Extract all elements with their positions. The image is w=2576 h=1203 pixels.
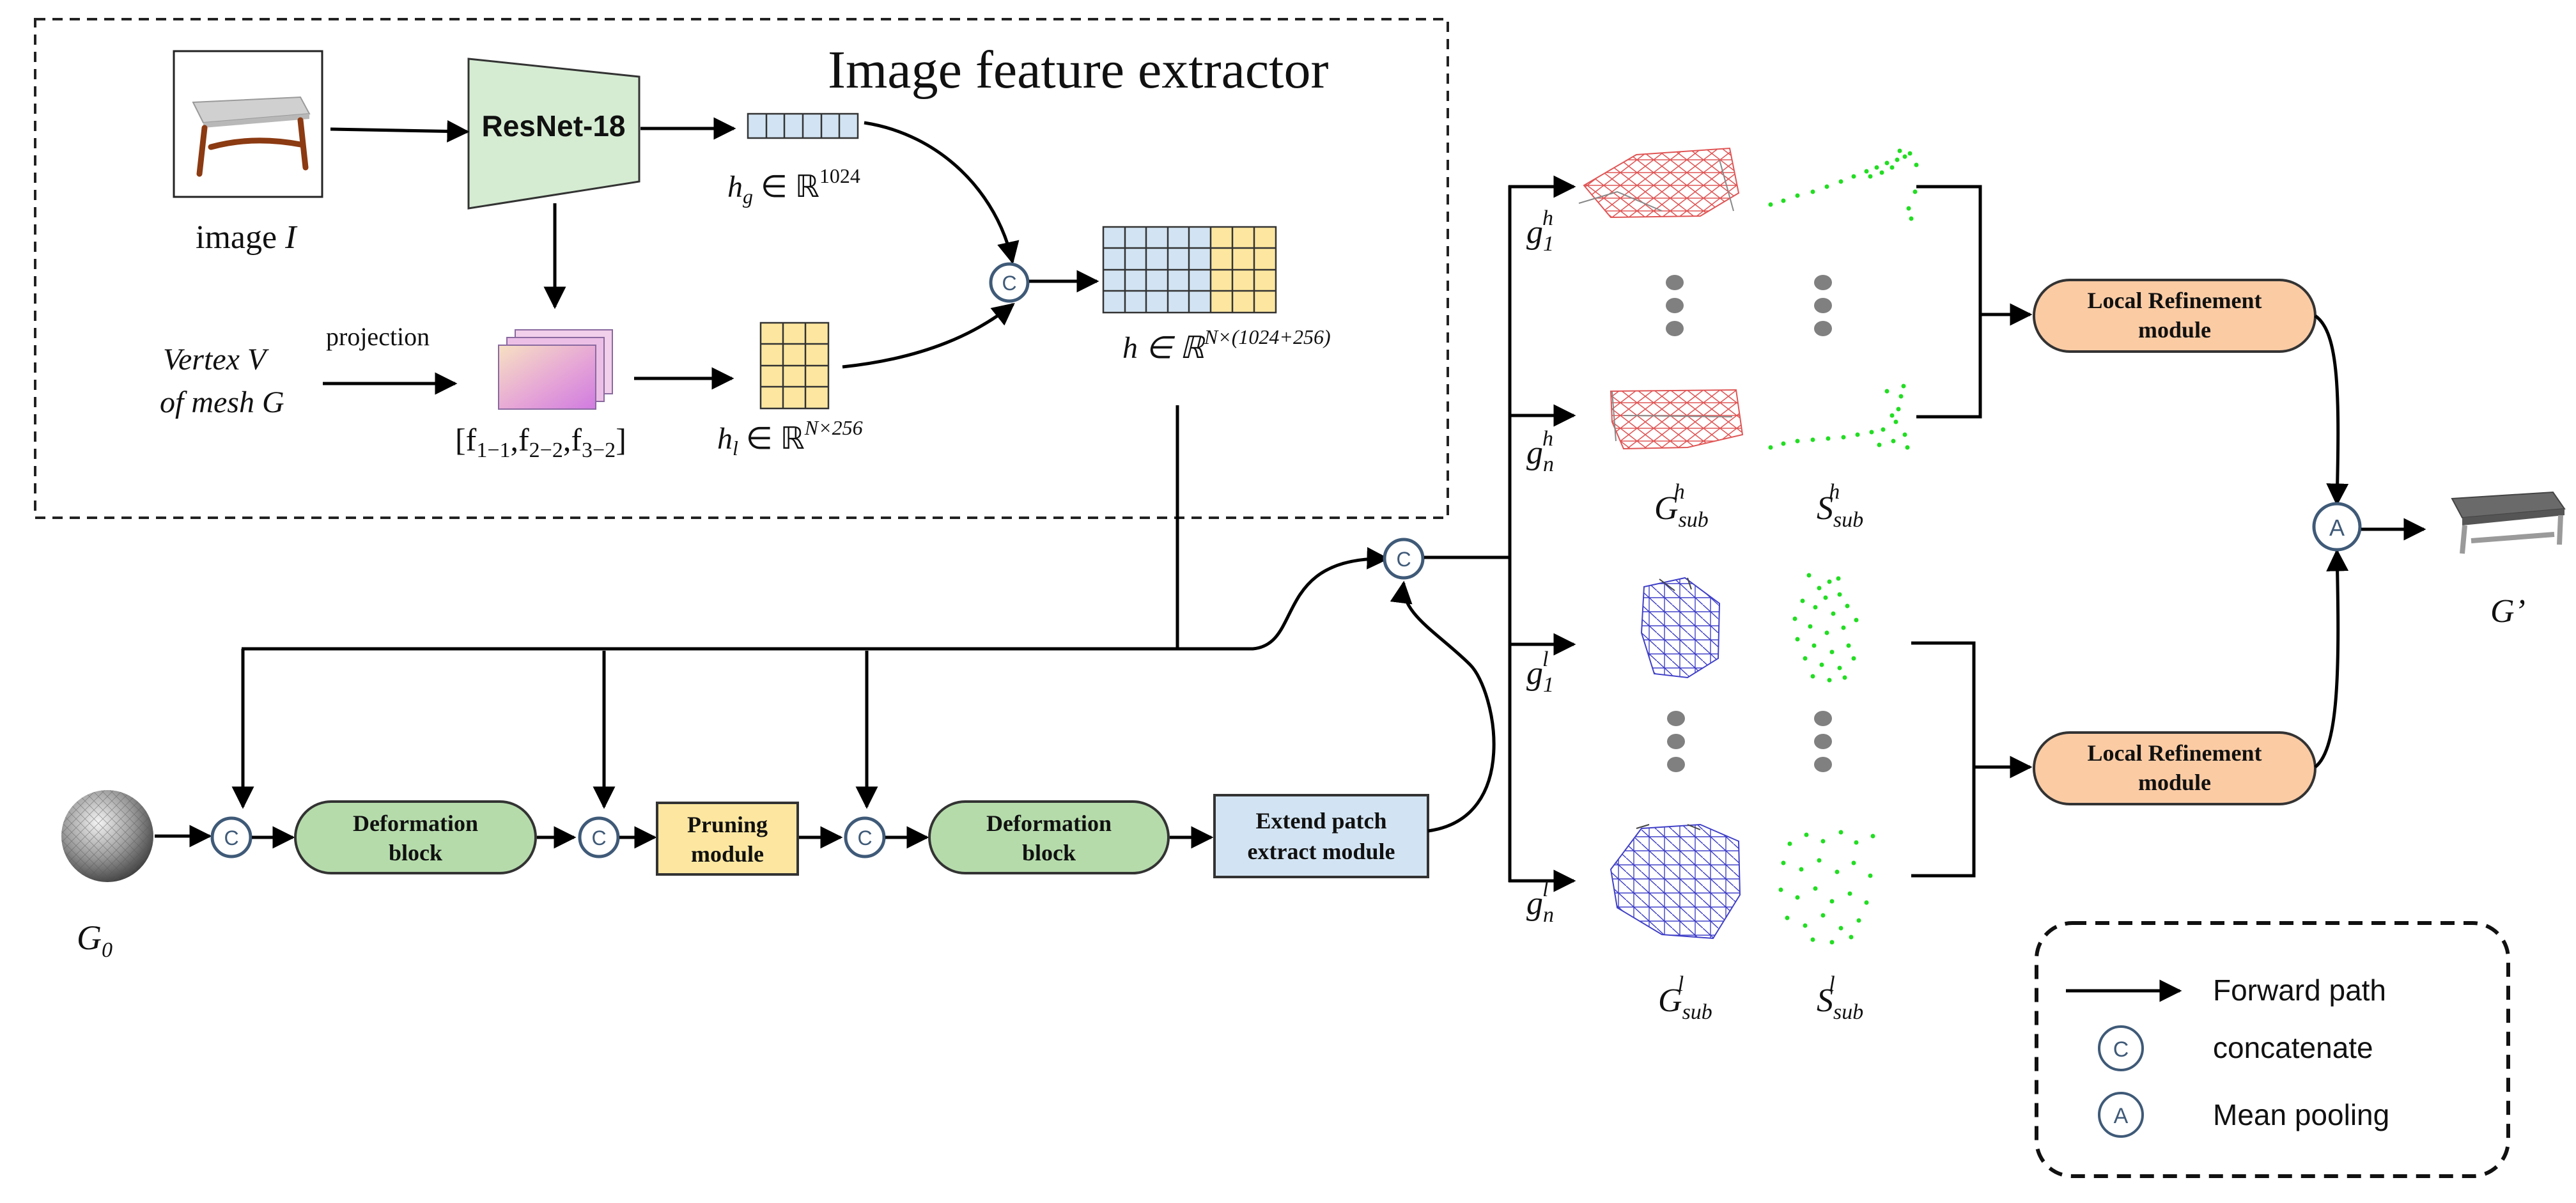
curve-hg-concat	[864, 121, 1020, 265]
extractor-frame	[34, 18, 1449, 519]
feature-maps	[498, 329, 613, 410]
deformation-block-1-line1: Deformation	[353, 811, 478, 836]
input-image	[173, 50, 323, 198]
svg-text:A: A	[2329, 515, 2345, 541]
pruning-module	[656, 802, 799, 876]
extend-patch-module	[1213, 794, 1429, 878]
legend-forward-label: Forward path	[2213, 974, 2386, 1007]
h-matrix	[1102, 226, 1277, 314]
label-G-sub-l: Gsubl	[1658, 972, 1712, 1024]
local-refinement-bottom-line1: Local Refinement	[2088, 740, 2262, 766]
extend-patch-module-line1: Extend patch	[1255, 808, 1386, 834]
local-refinement-top-line2: module	[2138, 317, 2211, 343]
points-h1	[1768, 148, 1919, 221]
image-caption: image I	[196, 219, 298, 256]
resnet-block	[467, 58, 640, 210]
label-S-sub-h: Ssubh	[1817, 480, 1863, 532]
hg-vector	[747, 113, 859, 139]
ellipsis-l-mesh	[1667, 711, 1685, 772]
ellipsis-h-mesh	[1666, 275, 1684, 336]
deformation-block-2	[928, 800, 1170, 874]
legend-concat-icon: C	[2098, 1025, 2144, 1071]
concat-node-main: C	[1383, 538, 1425, 580]
local-refinement-bottom-line2: module	[2138, 770, 2211, 795]
h-label: h ∈ ℝN×(1024+256)	[1122, 325, 1331, 365]
points-hn	[1768, 384, 1910, 450]
curve-refine-top-mean	[2314, 314, 2349, 506]
extractor-title: Image feature extractor	[828, 40, 1329, 100]
pruning-module-line2: module	[691, 841, 764, 867]
deformation-block-1-line2: block	[389, 840, 442, 865]
collector-l	[1911, 641, 1976, 878]
pruning-module-line1: Pruning	[687, 812, 768, 837]
hl-label: hl ∈ ℝN×256	[717, 416, 863, 460]
deformation-block-1	[294, 800, 537, 874]
svg-text:A: A	[2114, 1104, 2129, 1128]
mesh-patch-l1	[1640, 577, 1721, 679]
extend-patch-module-line2: extract module	[1248, 839, 1395, 864]
svg-text:C: C	[224, 827, 238, 850]
bus-to-concat-main	[1177, 547, 1390, 651]
deformation-block-2-line1: Deformation	[986, 811, 1112, 836]
label-S-sub-l: Ssubl	[1817, 972, 1863, 1024]
output-mesh	[2451, 491, 2566, 554]
label-g1l: g1l	[1526, 648, 1554, 697]
legend-mean-label: Mean pooling	[2213, 1098, 2389, 1131]
points-l1	[1792, 573, 1859, 683]
concat-node-2: C	[578, 816, 620, 858]
mesh-patch-hn	[1610, 389, 1744, 450]
g0-label: G0	[77, 919, 113, 962]
vertex-label-line1: Vertex V	[163, 343, 269, 376]
curve-refine-bottom-mean	[2314, 548, 2349, 768]
svg-text:C: C	[591, 827, 606, 850]
label-gnl: gnl	[1526, 878, 1554, 927]
mesh-patch-h1	[1578, 147, 1740, 219]
points-ln	[1778, 830, 1875, 945]
ellipsis-l-points	[1814, 711, 1832, 772]
label-G-sub-h: Gsubh	[1654, 480, 1709, 532]
svg-text:C: C	[1002, 272, 1016, 295]
label-gnh: gnh	[1526, 427, 1554, 476]
curve-extend-concat	[1390, 580, 1496, 833]
hg-label: hg ∈ ℝ1024	[727, 164, 860, 208]
curve-hl-concat	[842, 302, 1015, 369]
label-g1h: g1h	[1526, 206, 1554, 256]
projection-label: projection	[326, 322, 430, 351]
svg-text:C: C	[1396, 548, 1411, 571]
vertex-label-line2: of mesh G	[160, 385, 284, 419]
deformation-block-2-line2: block	[1022, 840, 1076, 865]
local-refinement-bottom	[2033, 731, 2316, 805]
output-label: G’	[2490, 593, 2526, 630]
legend-mean-icon: A	[2098, 1092, 2144, 1138]
resnet-label: ResNet-18	[482, 109, 626, 143]
arrow-image-resnet	[330, 120, 470, 143]
concat-node-3: C	[844, 816, 886, 858]
mean-pooling-node: A	[2312, 502, 2362, 552]
ellipsis-h-points	[1814, 275, 1832, 336]
concat-node-1: C	[210, 816, 252, 858]
initial-sphere	[61, 790, 153, 882]
local-refinement-top-line1: Local Refinement	[2088, 288, 2262, 313]
collector-h	[1916, 185, 1982, 419]
hl-grid	[759, 322, 830, 410]
concat-node-extractor: C	[989, 262, 1030, 303]
mesh-patch-ln	[1610, 823, 1741, 940]
legend-concat-label: concatenate	[2213, 1031, 2373, 1064]
svg-text:C: C	[857, 827, 872, 850]
svg-text:C: C	[2113, 1037, 2129, 1062]
feature-maps-label: [f1−1,f2−2,f3−2]	[455, 422, 626, 462]
